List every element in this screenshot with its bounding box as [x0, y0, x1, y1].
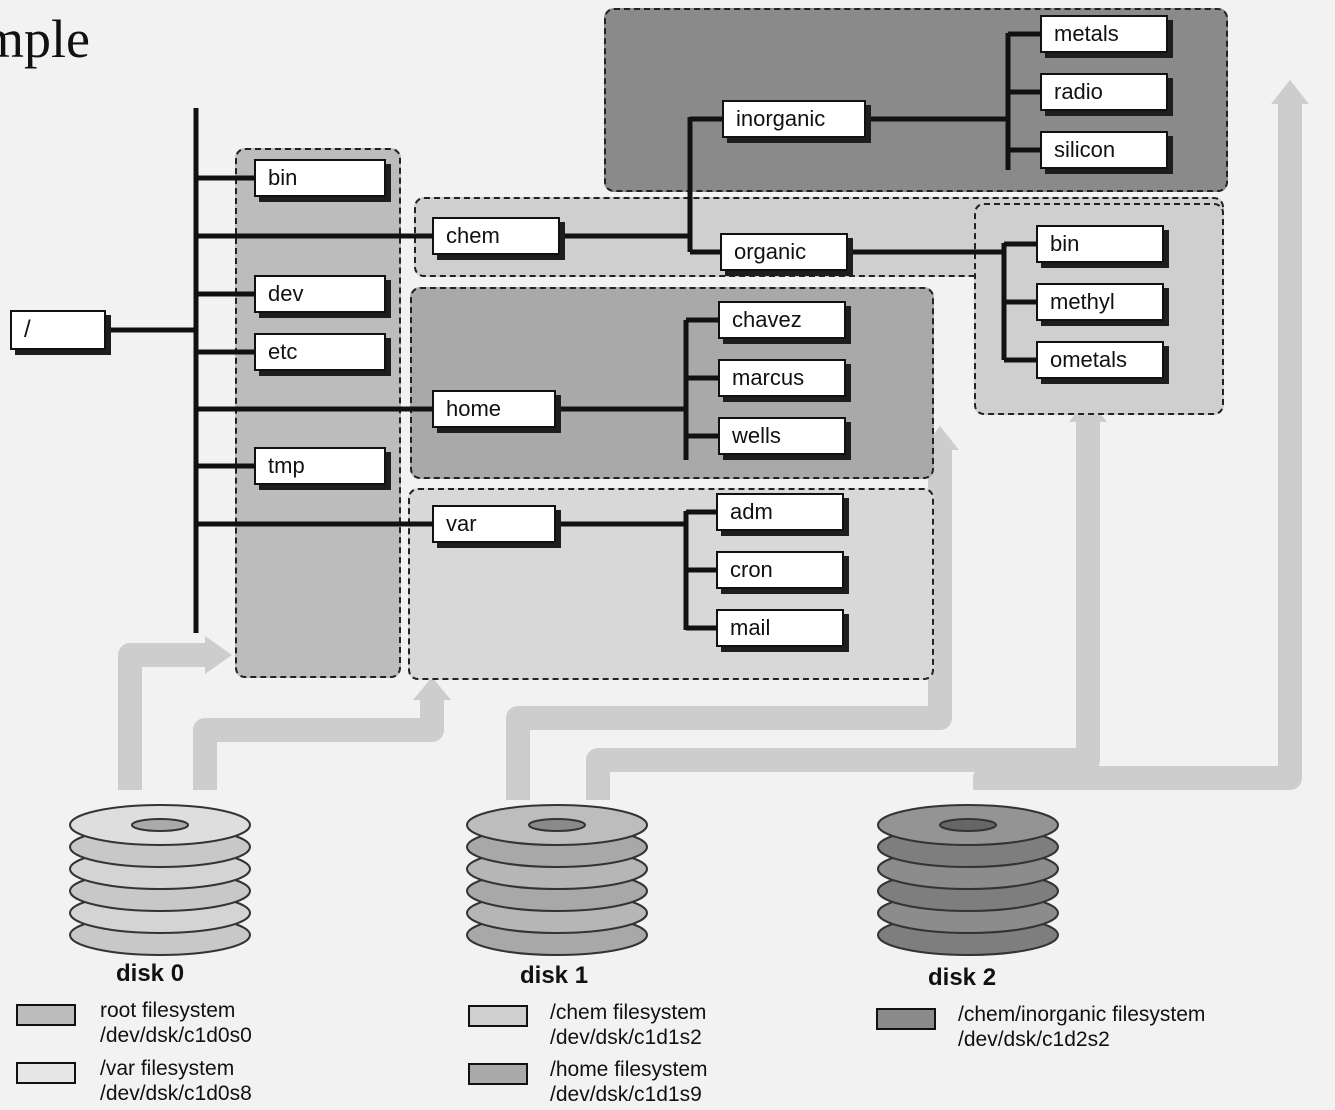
legend-var-name: /var filesystem: [100, 1057, 235, 1080]
legend-var: /var filesystem /dev/dsk/c1d0s8: [100, 1056, 252, 1106]
node-dev: dev: [254, 275, 386, 313]
node-home: home: [432, 390, 556, 428]
legend-root-name: root filesystem: [100, 999, 236, 1022]
legend-inorganic-name: /chem/inorganic filesystem: [958, 1003, 1206, 1026]
arrow-disk0-var: [193, 700, 444, 790]
disk0-label: disk 0: [116, 960, 185, 987]
node-ometals: ometals: [1036, 341, 1164, 379]
legend-swatch-chem: [468, 1005, 528, 1027]
node-inorganic: inorganic: [722, 100, 866, 138]
legend-home-name: /home filesystem: [550, 1058, 708, 1081]
node-radio: radio: [1040, 73, 1168, 111]
disk2-label: disk 2: [928, 964, 997, 991]
legend-swatch-home: [468, 1063, 528, 1085]
legend-chem: /chem filesystem /dev/dsk/c1d1s2: [550, 1000, 706, 1050]
node-var: var: [432, 505, 556, 543]
node-cron: cron: [716, 551, 844, 589]
arrowhead-inorganic: [1271, 80, 1309, 104]
legend-swatch-inorganic: [876, 1008, 936, 1030]
node-marcus: marcus: [718, 359, 846, 397]
disk1-icon: [466, 804, 648, 956]
arrowhead-root: [205, 636, 232, 674]
node-tmp: tmp: [254, 447, 386, 485]
arrow-disk1-chem: [586, 422, 1100, 800]
node-etc: etc: [254, 333, 386, 371]
node-methyl: methyl: [1036, 283, 1164, 321]
legend-home: /home filesystem /dev/dsk/c1d1s9: [550, 1057, 708, 1107]
legend-root-device: /dev/dsk/c1d0s0: [100, 1024, 252, 1047]
node-mail: mail: [716, 609, 844, 647]
legend-chem-device: /dev/dsk/c1d1s2: [550, 1026, 702, 1049]
node-organic-bin: bin: [1036, 225, 1164, 263]
slide-title-fragment: Example: [0, 9, 90, 69]
arrowhead-var: [413, 677, 451, 700]
node-bin: bin: [254, 159, 386, 197]
disk0-icon: [69, 804, 251, 956]
home-filesystem-region: [410, 287, 934, 479]
legend-root: root filesystem /dev/dsk/c1d0s0: [100, 998, 252, 1048]
legend-chem-name: /chem filesystem: [550, 1001, 707, 1024]
arrow-disk1-home: [506, 450, 952, 800]
node-metals: metals: [1040, 15, 1168, 53]
arrow-disk0-root: [118, 643, 205, 790]
node-chem: chem: [432, 217, 560, 255]
legend-swatch-var: [16, 1062, 76, 1084]
node-adm: adm: [716, 493, 844, 531]
node-silicon: silicon: [1040, 131, 1168, 169]
node-root: /: [10, 310, 106, 350]
node-organic: organic: [720, 233, 848, 271]
legend-home-device: /dev/dsk/c1d1s9: [550, 1083, 702, 1106]
arrow-disk2-inorganic: [973, 104, 1302, 790]
legend-inorganic-device: /dev/dsk/c1d2s2: [958, 1028, 1110, 1051]
legend-swatch-root: [16, 1004, 76, 1026]
disk2-icon: [877, 804, 1059, 956]
disk1-label: disk 1: [520, 962, 589, 989]
node-wells: wells: [718, 417, 846, 455]
node-chavez: chavez: [718, 301, 846, 339]
legend-inorganic: /chem/inorganic filesystem /dev/dsk/c1d2…: [958, 1002, 1205, 1052]
legend-var-device: /dev/dsk/c1d0s8: [100, 1082, 252, 1105]
